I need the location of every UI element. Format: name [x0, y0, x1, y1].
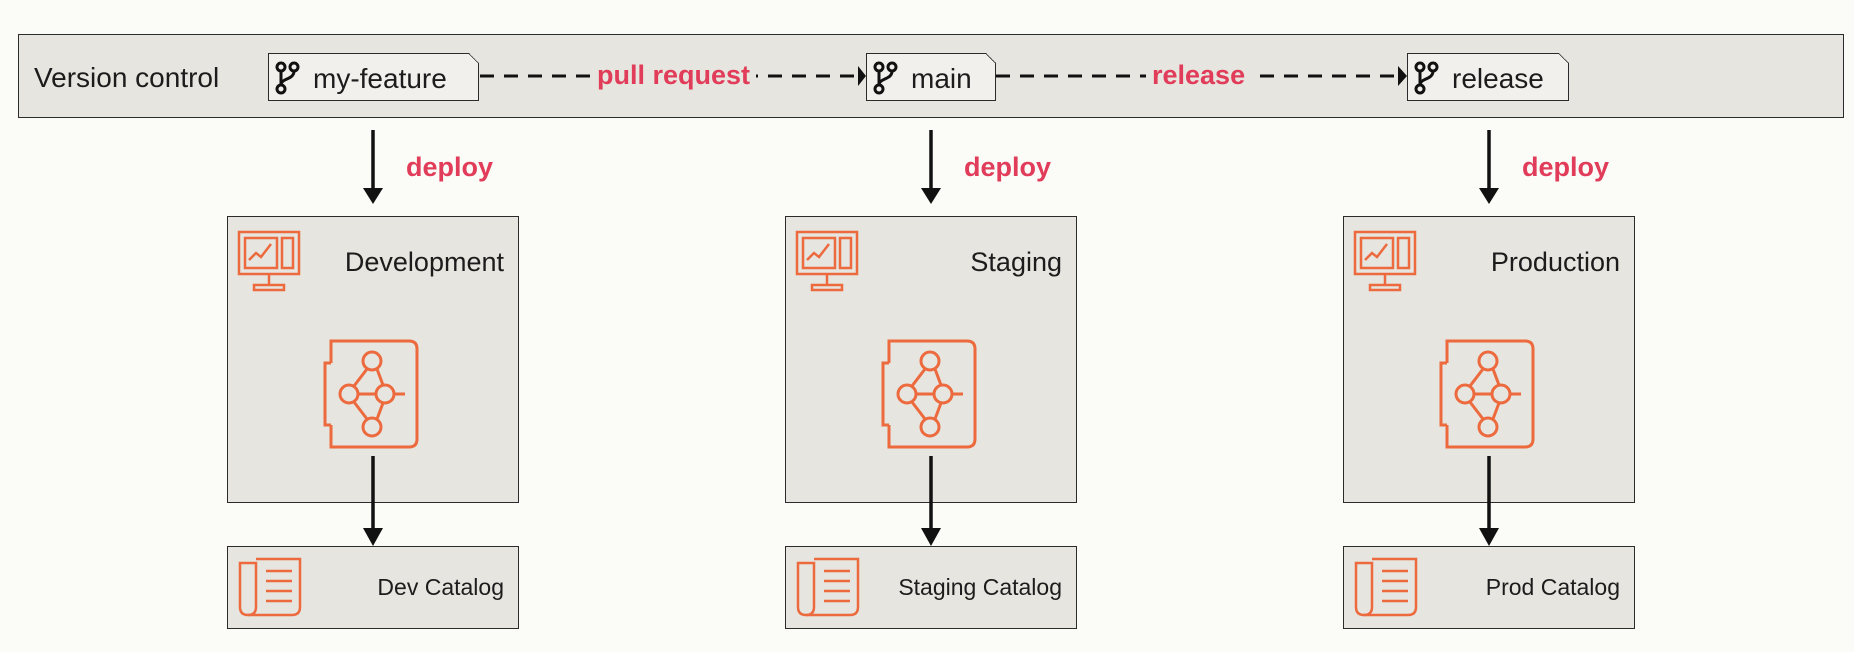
deploy-arrow-staging — [921, 130, 941, 204]
monitor-chart-icon — [237, 230, 301, 292]
pipeline-graph-icon — [881, 339, 977, 449]
branch-label: my-feature — [313, 63, 447, 94]
release-label: release — [1146, 60, 1252, 91]
catalog-arrow-staging — [921, 456, 941, 546]
deploy-label-dev: deploy — [406, 152, 494, 182]
pull-request-label: pull request — [591, 60, 757, 91]
catalog-arrow-dev — [363, 456, 383, 546]
catalog-document-icon — [1354, 557, 1418, 617]
environment-box-staging: Staging — [785, 216, 1077, 503]
environment-box-production: Production — [1343, 216, 1635, 503]
catalog-document-icon — [238, 557, 302, 617]
environment-title: Production — [1490, 247, 1620, 277]
deploy-label-staging: deploy — [964, 152, 1052, 182]
environment-title: Staging — [970, 247, 1062, 277]
branch-label: main — [911, 63, 972, 94]
deploy-arrow-dev — [363, 130, 383, 204]
deploy-arrow-prod — [1479, 130, 1499, 204]
catalog-box-prod: Prod Catalog — [1343, 546, 1635, 629]
pipeline-graph-icon — [323, 339, 419, 449]
catalog-document-icon — [796, 557, 860, 617]
catalog-label: Prod Catalog — [1485, 574, 1620, 600]
monitor-chart-icon — [1353, 230, 1417, 292]
catalog-arrow-prod — [1479, 456, 1499, 546]
catalog-box-dev: Dev Catalog — [227, 546, 519, 629]
environment-title: Development — [344, 247, 504, 277]
pipeline-graph-icon — [1439, 339, 1535, 449]
monitor-chart-icon — [795, 230, 859, 292]
branch-label: release — [1452, 63, 1544, 94]
catalog-box-staging: Staging Catalog — [785, 546, 1077, 629]
branch-tag-release: release — [1407, 53, 1569, 101]
catalog-label: Dev Catalog — [377, 574, 504, 600]
branch-tag-my-feature: my-feature — [268, 53, 479, 101]
branch-tag-main: main — [866, 53, 996, 101]
version-control-label: Version control — [34, 62, 220, 93]
catalog-label: Staging Catalog — [898, 574, 1062, 600]
git-branch-icon — [273, 60, 301, 96]
deploy-label-prod: deploy — [1522, 152, 1610, 182]
environment-box-development: Development — [227, 216, 519, 503]
git-branch-icon — [871, 60, 899, 96]
git-branch-icon — [1412, 60, 1440, 96]
